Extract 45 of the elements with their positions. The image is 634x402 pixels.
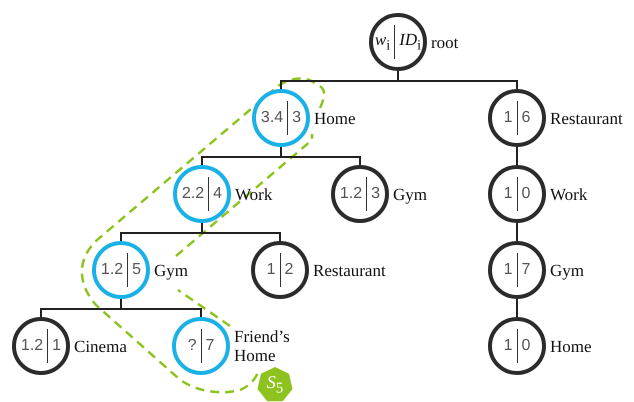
node-label: Restaurant (313, 260, 386, 280)
node-id: 5 (132, 261, 142, 279)
node-label: Work (235, 184, 272, 204)
tree-edge (516, 147, 518, 165)
node-label: Work (550, 184, 588, 204)
node-id: 0 (522, 185, 530, 203)
node-label: Gym (550, 260, 584, 280)
node-label: Friend’s Home (234, 327, 291, 365)
node-id: 7 (206, 337, 214, 355)
node-label: Cinema (74, 336, 127, 356)
node-weight: 3.4 (260, 109, 284, 127)
node-id: 7 (522, 261, 530, 279)
node-weight: 1.2 (100, 261, 124, 279)
node-weight: w$_{i}$ (374, 30, 390, 54)
badge-label: S$_{5}$ (266, 372, 284, 398)
highlighted-tree-node (173, 165, 231, 223)
node-weight: 1 (504, 261, 512, 279)
node-weight: ? (188, 337, 196, 355)
node-id: 3 (292, 109, 302, 127)
tree-edge (516, 223, 518, 241)
highlighted-tree-node (92, 241, 150, 299)
node-weight: 1.2 (20, 337, 44, 355)
node-id: 4 (213, 185, 222, 203)
node-label: Home (550, 336, 592, 356)
node-label: Gym (154, 260, 188, 280)
node-weight: 2.2 (182, 185, 204, 203)
tree-edge (201, 223, 281, 241)
node-weight: 1 (504, 185, 512, 203)
node-label: Gym (393, 184, 427, 204)
heptagon-badge (257, 367, 293, 402)
node-id: 0 (522, 337, 530, 355)
node-weight: 1 (504, 109, 512, 127)
node-weight: 1 (504, 337, 512, 355)
node-weight: 1 (266, 261, 276, 279)
node-label: root (431, 32, 458, 52)
node-id: ID$_{i}$ (399, 30, 422, 54)
node-id: 6 (522, 109, 530, 127)
highlighted-tree-node (172, 317, 230, 375)
node-id: 1 (52, 337, 62, 355)
node-label: Restaurant (550, 108, 623, 128)
node-id: 3 (371, 185, 380, 203)
node-weight: 1.2 (340, 185, 362, 203)
tree-edge (516, 299, 518, 317)
node-label: Home (314, 108, 356, 128)
node-id: 2 (284, 261, 294, 279)
